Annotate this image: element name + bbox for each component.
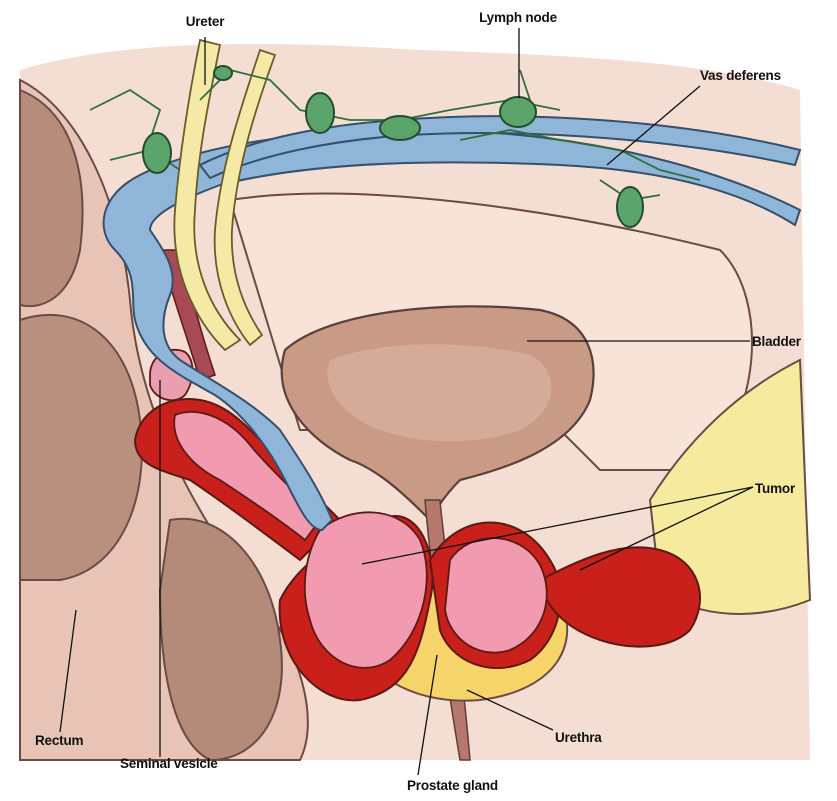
label-vas-deferens: Vas deferens bbox=[700, 68, 781, 83]
label-ureter: Ureter bbox=[186, 14, 226, 29]
label-rectum: Rectum bbox=[35, 733, 84, 748]
lymph-node-3 bbox=[380, 116, 420, 140]
label-urethra: Urethra bbox=[555, 730, 602, 745]
prostate-tumor-inner-right bbox=[445, 538, 547, 653]
lymph-node-5 bbox=[617, 187, 643, 227]
lymph-node-2 bbox=[306, 93, 334, 133]
label-tumor: Tumor bbox=[755, 481, 796, 496]
label-bladder: Bladder bbox=[752, 334, 802, 349]
lymph-node-6 bbox=[214, 66, 232, 80]
label-prostate-gland: Prostate gland bbox=[407, 778, 498, 793]
lymph-node-4 bbox=[500, 97, 536, 127]
label-seminal-vesicle: Seminal vesicle bbox=[120, 756, 218, 771]
lymph-node-1 bbox=[143, 133, 171, 173]
label-lymph-node: Lymph node bbox=[479, 10, 557, 25]
